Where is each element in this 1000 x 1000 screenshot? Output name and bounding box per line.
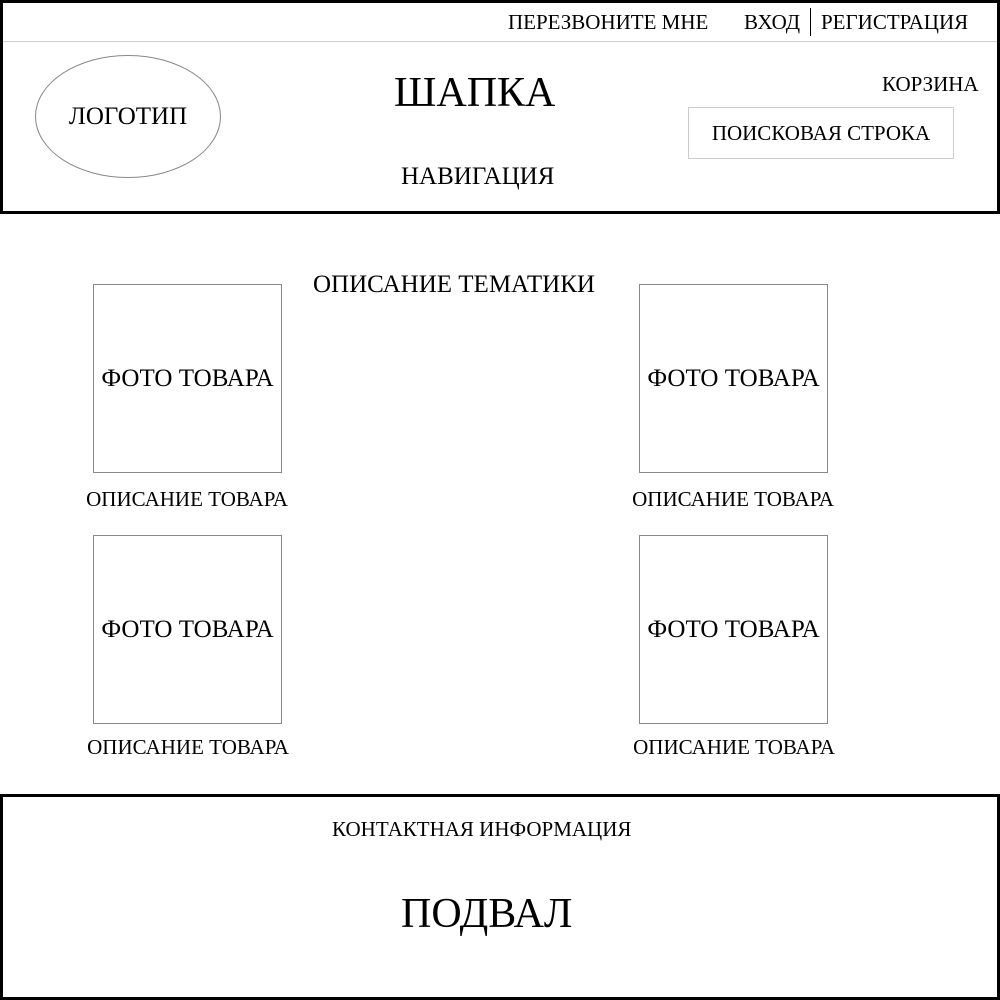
site-header <box>0 0 1000 214</box>
header-title: ШАПКА <box>394 70 556 116</box>
contact-info: КОНТАКТНАЯ ИНФОРМАЦИЯ <box>332 817 632 841</box>
logo[interactable]: ЛОГОТИП <box>35 55 221 178</box>
auth-divider <box>810 8 811 36</box>
product-photo-label: ФОТО ТОВАРА <box>101 615 274 643</box>
theme-description: ОПИСАНИЕ ТЕМАТИКИ <box>313 271 595 298</box>
product-photo-label: ФОТО ТОВАРА <box>647 615 820 643</box>
product-photo[interactable]: ФОТО ТОВАРА <box>93 284 282 473</box>
register-link[interactable]: РЕГИСТРАЦИЯ <box>821 10 969 34</box>
product-description[interactable]: ОПИСАНИЕ ТОВАРА <box>632 487 834 511</box>
product-photo[interactable]: ФОТО ТОВАРА <box>639 535 828 724</box>
topbar-divider <box>3 41 997 42</box>
cart-link[interactable]: КОРЗИНА <box>882 72 979 96</box>
callback-link[interactable]: ПЕРЕЗВОНИТЕ МНЕ <box>508 10 709 34</box>
footer-title: ПОДВАЛ <box>401 891 573 937</box>
product-photo-label: ФОТО ТОВАРА <box>101 364 274 392</box>
site-footer <box>0 794 1000 1000</box>
search-input[interactable]: ПОИСКОВАЯ СТРОКА <box>688 107 954 159</box>
product-photo-label: ФОТО ТОВАРА <box>647 364 820 392</box>
product-description[interactable]: ОПИСАНИЕ ТОВАРА <box>87 735 289 759</box>
search-placeholder: ПОИСКОВАЯ СТРОКА <box>711 120 931 145</box>
product-photo[interactable]: ФОТО ТОВАРА <box>639 284 828 473</box>
logo-label: ЛОГОТИП <box>68 102 188 130</box>
product-photo[interactable]: ФОТО ТОВАРА <box>93 535 282 724</box>
product-description[interactable]: ОПИСАНИЕ ТОВАРА <box>633 735 835 759</box>
navigation-menu[interactable]: НАВИГАЦИЯ <box>401 163 555 190</box>
product-description[interactable]: ОПИСАНИЕ ТОВАРА <box>86 487 288 511</box>
login-link[interactable]: ВХОД <box>744 10 801 34</box>
